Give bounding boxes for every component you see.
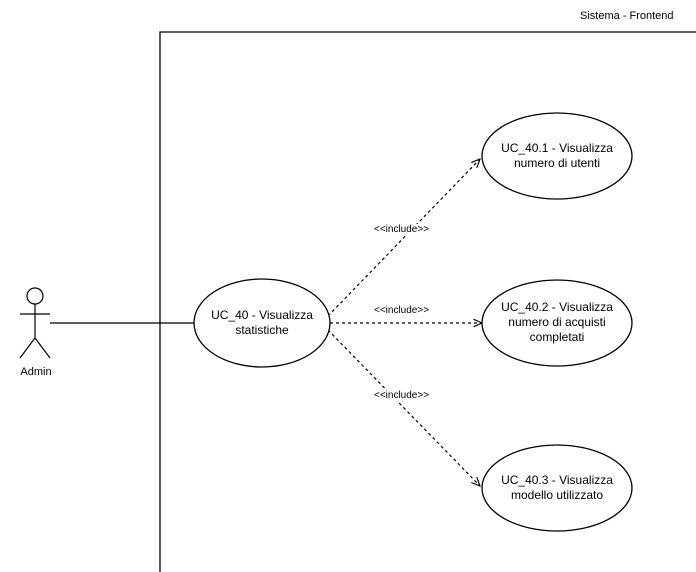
uc-main-line1: UC_40 - Visualizza [211, 308, 313, 322]
uc2-line2: numero di acquisti [508, 315, 606, 329]
include-label-3: <<include>> [373, 390, 431, 401]
uc3-label: UC_40.3 - Visualizza modello utilizzato [482, 473, 632, 503]
actor-label: Admin [20, 366, 52, 378]
uc-main-line2: statistiche [235, 323, 289, 337]
uc2-ellipse[interactable] [481, 279, 633, 367]
uc3-line2: modello utilizzato [510, 488, 604, 502]
include-arrow-3 [327, 329, 480, 486]
include-label-1: <<include>> [373, 224, 431, 235]
system-title: Sistema - Frontend [580, 10, 674, 22]
uc2-line3: completati [529, 330, 585, 344]
uc2-label: UC_40.2 - Visualizza numero di acquisti … [482, 300, 632, 345]
system-boundary [159, 31, 696, 572]
uc-main-ellipse[interactable] [193, 278, 331, 368]
uc3-ellipse[interactable] [481, 444, 633, 532]
uc1-line2: numero di utenti [513, 156, 601, 170]
uc1-ellipse[interactable] [481, 112, 633, 200]
uc-main-label: UC_40 - Visualizza statistiche [194, 308, 330, 338]
include-label-2: <<include>> [373, 305, 431, 316]
uc3-line1: UC_40.3 - Visualizza [501, 473, 613, 487]
actor-icon [19, 287, 51, 359]
include-arrow-1 [327, 159, 480, 317]
uc1-line1: UC_40.1 - Visualizza [501, 141, 613, 155]
uc1-label: UC_40.1 - Visualizza numero di utenti [482, 141, 632, 171]
uc2-line1: UC_40.2 - Visualizza [501, 300, 613, 314]
